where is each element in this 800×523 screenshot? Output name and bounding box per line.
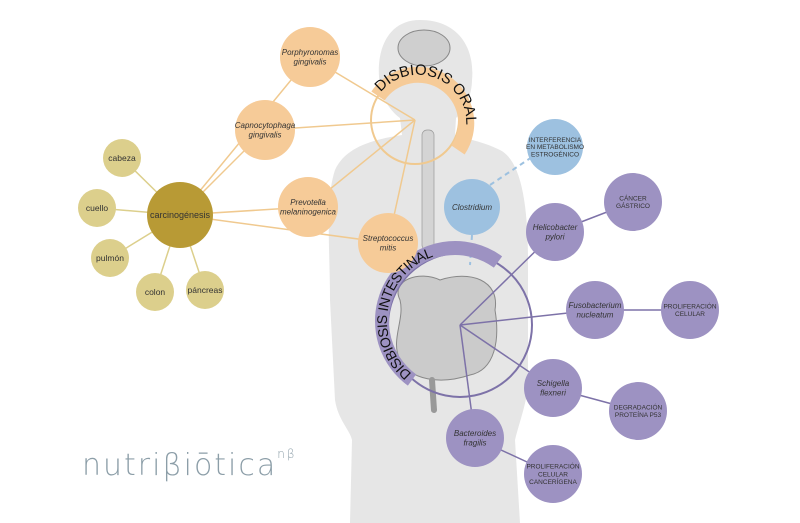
effect-node-3-label: CELULAR xyxy=(538,471,568,478)
oral-bacterium-node-2-label: Prevotella xyxy=(290,198,326,207)
estrogen-interference-node-label: EN METABOLISMO xyxy=(526,144,584,151)
organ-node-2-circle xyxy=(91,239,129,277)
intestinal-bacterium-node-0-circle xyxy=(526,203,584,261)
intestinal-bacterium-node-2-label: Schigella xyxy=(537,379,570,388)
oral-bacterium-node-1-circle xyxy=(235,100,295,160)
intestinal-bacterium-node-0-label: pylori xyxy=(544,233,564,242)
organ-node-4-label: páncreas xyxy=(188,285,223,295)
estrogen-interference-node-circle xyxy=(527,119,583,175)
intestinal-dysbiosis-band xyxy=(375,241,503,386)
oral-bacterium-node-1-label: gingivalis xyxy=(249,131,282,140)
dashed-connector xyxy=(489,154,536,186)
intestinal-bacterium-node-3-circle xyxy=(446,409,504,467)
intestinal-bacterium-node-3-label: Bacteroides xyxy=(454,429,496,438)
intestine-icon xyxy=(396,275,498,381)
effect-node-3-circle xyxy=(524,445,582,503)
effect-node-1-label: PROLIFERACIÓN xyxy=(663,301,716,310)
organ-node-2-label: pulmón xyxy=(96,253,124,263)
organ-node-1-label: cuello xyxy=(86,203,108,213)
oral-bacterium-node-2-label: melaninogenica xyxy=(280,208,337,217)
intestinal-bacterium-node-1-label: nucleatum xyxy=(577,311,614,320)
organ-node-2: pulmón xyxy=(91,239,129,277)
estrogen-interference-node-label: ESTROGÉNICO xyxy=(531,149,579,158)
nutribiotica-logo: nutriβiōticanβ xyxy=(82,447,297,483)
clostridium-node: Clostridium xyxy=(444,179,500,235)
oral-bacterium-node-3-circle xyxy=(358,213,418,273)
effect-node-0-label: CÁNCER xyxy=(619,193,647,202)
intestinal-bacterium-node-1-circle xyxy=(566,281,624,339)
organ-node-3-circle xyxy=(136,273,174,311)
organ-node-0-label: cabeza xyxy=(108,153,136,163)
organ-node-0: cabeza xyxy=(103,139,141,177)
effect-node-3-label: PROLIFERACIÓN xyxy=(526,461,579,470)
effect-node-0-label: GÁSTRICO xyxy=(616,201,650,210)
effect-node-2-circle xyxy=(609,382,667,440)
organ-node-1-circle xyxy=(78,189,116,227)
oral-bacterium-node-0-label: gingivalis xyxy=(294,58,327,67)
effect-node-1-circle xyxy=(661,281,719,339)
organ-node-3-label: colon xyxy=(145,287,166,297)
oral-bacterium-node-2-circle xyxy=(278,177,338,237)
estrogen-interference-node-label: INTERFERENCIA xyxy=(529,137,582,144)
effect-node-2-label: PROTEÍNA P53 xyxy=(615,410,662,419)
effect-node-1-label: CELULAR xyxy=(675,311,705,318)
connector-line xyxy=(179,214,389,244)
oral-bacterium-node-0-circle xyxy=(280,27,340,87)
clostridium-node-label: Clostridium xyxy=(452,203,492,212)
carcinogenesis-node-circle xyxy=(147,182,213,248)
organ-node-1: cuello xyxy=(78,189,116,227)
effect-node-3-label: CANCERÍGENA xyxy=(529,477,577,486)
brain-icon xyxy=(397,29,451,67)
oral-bacterium-node-3-label: Streptococcus xyxy=(363,234,414,243)
effect-node-0-circle xyxy=(604,173,662,231)
oral-dysbiosis-band xyxy=(371,66,475,155)
intestinal-bacterium-node-2-circle xyxy=(524,359,582,417)
organ-node-4-circle xyxy=(186,271,224,309)
organ-node-3: colon xyxy=(136,273,174,311)
organ-node-0-circle xyxy=(103,139,141,177)
oral-bacterium-node-3-label: mitis xyxy=(380,244,396,253)
intestinal-bacterium-node-1-label: Fusobacterium xyxy=(569,301,622,310)
oral-bacterium-node-0-label: Porphyronomas xyxy=(282,48,338,57)
intestinal-bacterium-node-2-label: flexneri xyxy=(540,389,566,398)
clostridium-node-circle xyxy=(444,179,500,235)
intestinal-bacterium-node-0-label: Helicobacter xyxy=(533,223,578,232)
organ-node-4: páncreas xyxy=(186,271,224,309)
carcinogenesis-node: carcinogénesis xyxy=(147,182,213,248)
oral-bacterium-node-1-label: Capnocytophaga xyxy=(235,121,296,130)
intestinal-bacterium-node-3-label: fragilis xyxy=(463,439,486,448)
carcinogenesis-node-label: carcinogénesis xyxy=(150,210,211,220)
esophagus-icon xyxy=(421,129,435,251)
effect-node-2-label: DEGRADACIÓN xyxy=(614,402,663,411)
